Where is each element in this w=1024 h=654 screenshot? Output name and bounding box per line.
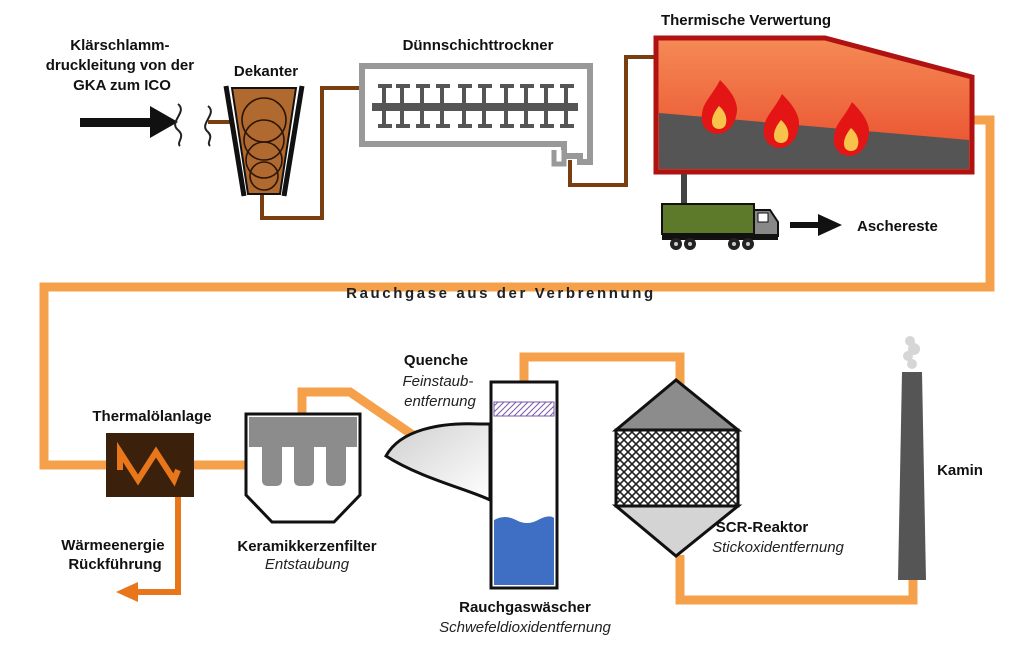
sludge-inlet-arrow	[80, 103, 212, 147]
flame-icon	[833, 102, 870, 156]
furnace	[653, 35, 975, 175]
heat-return-label: Wärmeenergie Rückführung	[61, 537, 169, 573]
thermal-oil-label: Thermalölanlage	[92, 408, 211, 425]
quench-sub: Feinstaub- entfernung	[402, 373, 477, 410]
scr-sub: Stickoxidentfernung	[712, 539, 844, 556]
scrubber-label: Rauchgaswäscher	[459, 599, 591, 616]
heat-return-pipe	[116, 470, 181, 602]
ceramic-filter-sub: Entstaubung	[265, 556, 350, 573]
scrubber-sub: Schwefeldioxidentfernung	[439, 619, 611, 636]
smoke-icon	[903, 336, 920, 369]
flue-gas-label: Rauchgase aus der Verbrennung	[346, 285, 656, 302]
chimney-label: Kamin	[937, 462, 983, 479]
ash-arrow	[790, 214, 842, 236]
ceramic-filter-label: Keramikkerzenfilter	[237, 538, 376, 555]
flame-icon	[763, 94, 800, 148]
decanter-label: Dekanter	[234, 63, 298, 80]
quench-label: Quenche	[404, 352, 468, 369]
thermal-oil-unit	[44, 433, 250, 497]
scr-reactor	[611, 378, 743, 558]
dryer-label: Dünnschichttrockner	[403, 37, 554, 54]
sludge-pipe	[208, 55, 665, 220]
decanter	[223, 85, 305, 197]
sludge-line-label: Klärschlamm- druckleitung von der GKA zu…	[46, 37, 199, 94]
flame-icon	[701, 80, 738, 134]
thermal-label: Thermische Verwertung	[661, 12, 831, 29]
chimney	[898, 336, 926, 580]
thin-film-dryer	[359, 63, 593, 167]
ash-label: Aschereste	[857, 218, 938, 235]
ceramic-candle-filter	[244, 412, 362, 524]
scr-label: SCR-Reaktor	[716, 519, 809, 536]
quench	[384, 422, 492, 503]
flue-gas-scrubber	[489, 380, 559, 590]
ash-truck	[661, 174, 779, 250]
